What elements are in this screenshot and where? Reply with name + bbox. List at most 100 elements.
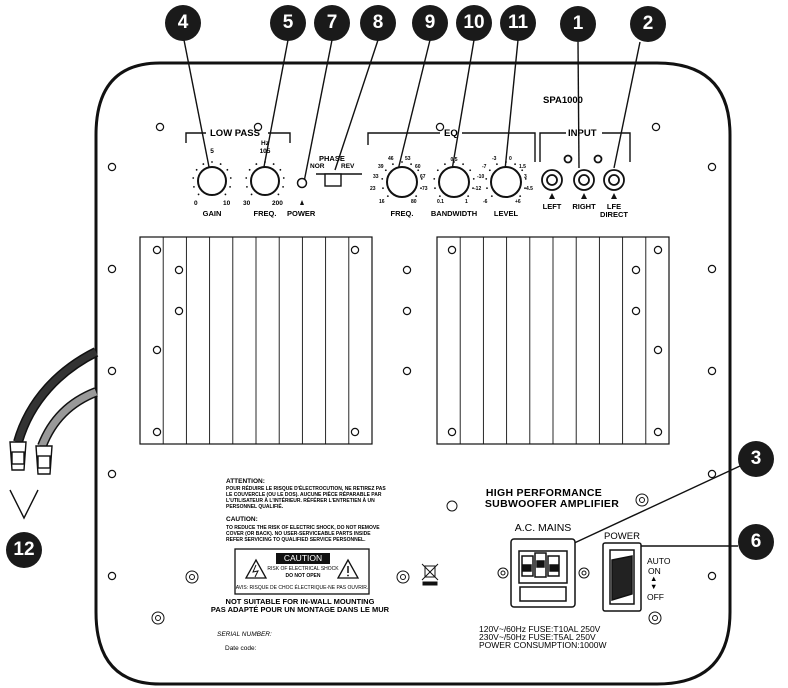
eq-bw-tick-max: 1	[465, 199, 468, 205]
eq-title: EQ	[444, 128, 458, 139]
serial-number-label: SERIAL NUMBER:	[217, 631, 272, 638]
model-label: SPA1000	[543, 95, 583, 106]
tick-dot	[401, 161, 403, 163]
eq-level-tick-label: 1.5	[519, 164, 526, 170]
eq-level-tick-label: 4.5	[526, 186, 533, 192]
eq-freq-tick-label: 73	[422, 186, 428, 192]
tick-dot	[224, 193, 227, 196]
screw-hole	[350, 427, 360, 437]
caution-en-text: TO REDUCE THE RISK OF ELECTRIC SHOCK, DO…	[226, 525, 380, 543]
screw-hole	[350, 245, 360, 255]
screw-hole	[152, 245, 162, 255]
callout-4: 4	[165, 5, 201, 41]
tick-dot	[282, 185, 284, 188]
callout-leaders	[9, 39, 741, 547]
date-code-label: Date code:	[225, 645, 257, 652]
tick-dot	[392, 163, 394, 166]
eq-level-tick-label: -12	[474, 186, 482, 192]
screw-hole	[107, 366, 117, 376]
input-right-label: RIGHT	[572, 202, 596, 211]
eq-level-tick-label: 0	[509, 156, 512, 162]
screw-hole	[402, 366, 412, 376]
tick-dot	[436, 169, 439, 172]
product-title-line2: SUBWOOFER AMPLIFIER	[484, 498, 620, 510]
tick-dot	[384, 169, 387, 172]
lp-freq-min: 30	[243, 200, 251, 207]
attention-fr-text: POUR RÉDUIRE LE RISQUE D'ÉLECTROCUTION, …	[226, 486, 386, 510]
input-jacks	[541, 154, 625, 191]
power-switch-arrows: ▲ ▼	[650, 574, 658, 591]
ground-screws	[151, 493, 662, 625]
screw-hole	[253, 122, 263, 132]
screw-hole	[631, 306, 641, 316]
screw-hole	[107, 264, 117, 274]
lp-freq-top-tick: 105	[259, 148, 271, 155]
screw-hole	[107, 469, 117, 479]
tick-dot	[386, 195, 389, 198]
eq-freq-tick-label: 67	[420, 174, 426, 180]
tick-dot	[282, 177, 285, 179]
fuse-rating-120v: 120V~/60Hz FUSE:T10AL 250V	[479, 624, 601, 634]
tick-dot	[444, 163, 446, 166]
eq-freq-label: FREQ.	[390, 209, 414, 218]
tick-dot	[488, 169, 491, 172]
screws	[107, 122, 717, 581]
tick-dot	[417, 169, 420, 172]
tick-dot	[211, 161, 213, 163]
ac-mains-inlet	[510, 538, 576, 608]
callout-1: 1	[560, 6, 596, 42]
tick-dot	[197, 193, 200, 196]
tick-dot	[524, 187, 526, 190]
eq-freq-knob	[386, 166, 418, 198]
input-direct-label: DIRECT	[600, 210, 628, 219]
screw-hole	[653, 345, 663, 355]
phase-nor: NOR	[310, 163, 325, 170]
callout-8: 8	[360, 5, 396, 41]
lp-freq-unit: Hz	[261, 140, 269, 147]
caution-label	[234, 548, 370, 595]
eq-freq-tick-label: 23	[370, 186, 376, 192]
caution-en-title: CAUTION:	[226, 516, 258, 523]
tick-dot	[467, 195, 470, 198]
tick-dot	[519, 195, 522, 198]
power-rocker-switch	[602, 542, 642, 612]
eq-level-tick-label: -6	[483, 199, 488, 205]
lp-freq-max: 200	[272, 200, 283, 207]
tick-dot	[245, 177, 248, 179]
tick-dot	[420, 177, 423, 180]
tick-dot	[248, 168, 251, 171]
product-title-line1: HIGH PERFORMANCE	[485, 487, 603, 499]
weee-bin-icon	[421, 563, 439, 586]
lp-gain-top-tick: 5	[210, 148, 214, 155]
callout-6: 6	[738, 524, 774, 560]
tick-dot	[193, 185, 195, 188]
tick-dot	[226, 168, 229, 171]
screw-hole	[155, 122, 165, 132]
screw-hole	[653, 427, 663, 437]
eq-level-label: LEVEL	[493, 209, 519, 218]
power-consumption: POWER CONSUMPTION:1000W	[479, 640, 607, 650]
tick-dot	[420, 187, 422, 190]
screw-hole	[707, 264, 717, 274]
tick-dot	[202, 163, 205, 165]
screw-hole	[447, 245, 457, 255]
tick-dot	[272, 163, 275, 165]
tick-dot	[277, 193, 280, 196]
tick-dot	[410, 163, 412, 166]
screw-hole	[107, 162, 117, 172]
attention-title: ATTENTION:	[226, 478, 265, 485]
lp-gain-min: 0	[194, 200, 198, 207]
screw-hole	[435, 122, 445, 132]
tick-dot	[521, 169, 524, 172]
tick-dot	[195, 168, 198, 171]
tick-dot	[255, 163, 258, 165]
input-title: INPUT	[568, 128, 597, 139]
screw-hole	[631, 265, 641, 275]
callout-2: 2	[630, 6, 666, 42]
lp-gain-knob	[197, 166, 227, 196]
screw-hole	[174, 265, 184, 275]
screw-hole	[651, 122, 661, 132]
tick-dot	[485, 177, 488, 180]
